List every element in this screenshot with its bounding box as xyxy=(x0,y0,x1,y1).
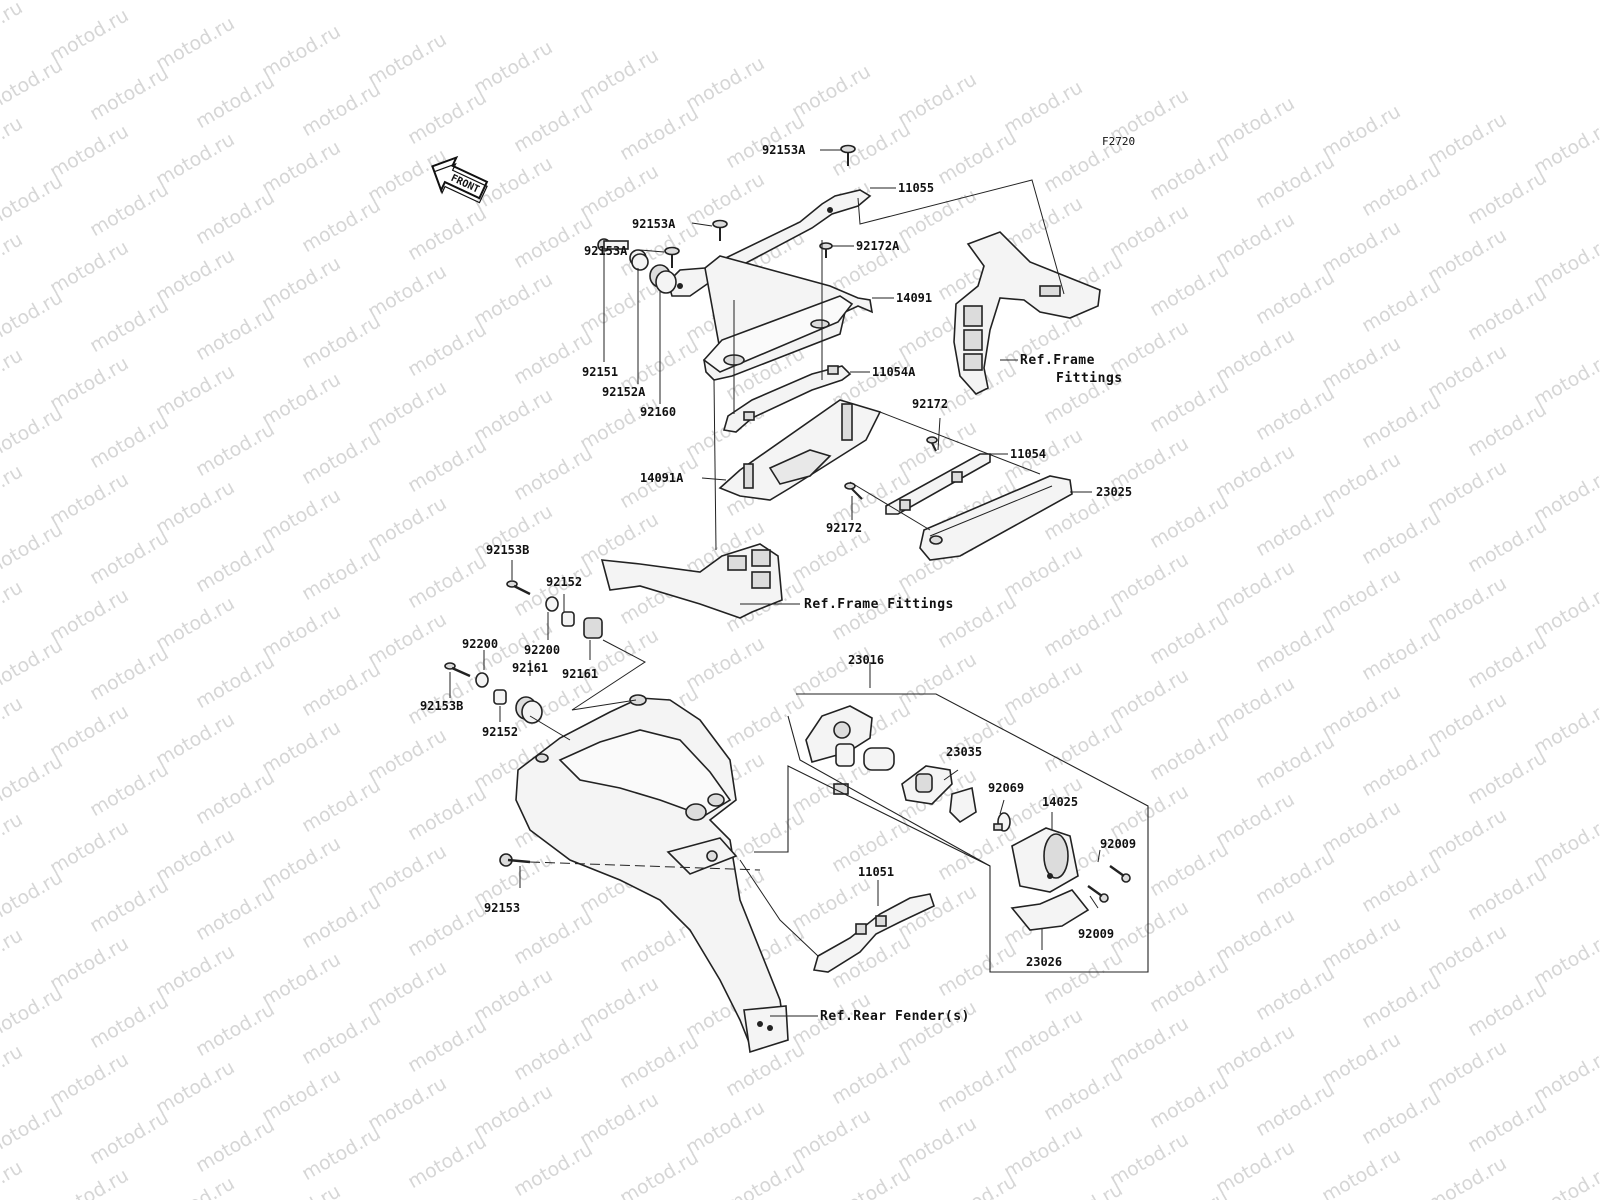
label-92153B-top: 92153B xyxy=(486,543,529,557)
label-92009-b: 92009 xyxy=(1078,927,1114,941)
label-92172-a: 92172 xyxy=(912,397,948,411)
frame-fitting-right xyxy=(953,231,1101,395)
screw-92172-a xyxy=(926,436,938,452)
label-92200-right: 92200 xyxy=(524,643,560,657)
assembly-box-23016 xyxy=(754,693,1149,973)
label-14091A: 14091A xyxy=(640,471,684,485)
grommet-92160 xyxy=(649,264,677,294)
label-92200-left: 92200 xyxy=(462,637,498,651)
label-23035: 23035 xyxy=(946,745,982,759)
ref-frame-fittings-top-line2: Fittings xyxy=(1056,371,1123,386)
lens-cover-23026 xyxy=(1010,889,1090,931)
label-92153B-low: 92153B xyxy=(420,699,463,713)
collar-92152-top xyxy=(561,611,575,627)
assembly-box-23016-inner xyxy=(787,715,991,867)
label-92009-a: 92009 xyxy=(1100,837,1136,851)
label-92172A: 92172A xyxy=(856,239,900,253)
bracket-11054A xyxy=(722,365,852,433)
label-23025: 23025 xyxy=(1096,485,1132,499)
leader-lines xyxy=(449,149,1101,1017)
label-92172-b: 92172 xyxy=(826,521,862,535)
screw-92153B-low xyxy=(444,662,471,678)
collar-92152A xyxy=(629,249,649,271)
label-92161-left: 92161 xyxy=(512,661,548,675)
grommet-92161-right xyxy=(583,617,603,639)
label-11055: 11055 xyxy=(898,181,934,195)
figure-code: F2720 xyxy=(1102,135,1135,148)
screw-92153A-mid xyxy=(712,219,728,241)
screw-92153 xyxy=(499,853,531,867)
label-92152-top: 92152 xyxy=(546,575,582,589)
label-92152-low: 92152 xyxy=(482,725,518,739)
label-11054A: 11054A xyxy=(872,365,916,379)
washer-92200-left xyxy=(475,672,489,688)
license-bracket-11051 xyxy=(812,893,935,973)
bracket-11054 xyxy=(885,453,991,515)
cover-14091 xyxy=(702,255,874,381)
screw-92153A-top xyxy=(840,144,856,166)
label-11051: 11051 xyxy=(858,865,894,879)
screw-92009-a xyxy=(1109,865,1131,883)
socket-23035 xyxy=(901,765,977,824)
label-92152A: 92152A xyxy=(602,385,646,399)
lens-14025 xyxy=(1011,827,1079,893)
screw-92153B-top xyxy=(506,580,531,596)
label-14091: 14091 xyxy=(896,291,932,305)
screw-92153A-low xyxy=(664,246,680,268)
rear-fender xyxy=(515,694,789,1054)
label-92153: 92153 xyxy=(484,901,520,915)
cover-14091A xyxy=(718,399,882,501)
label-14025: 14025 xyxy=(1042,795,1078,809)
label-92153A-mid: 92153A xyxy=(632,217,676,231)
label-92069: 92069 xyxy=(988,781,1024,795)
label-23026: 23026 xyxy=(1026,955,1062,969)
label-92153A-top: 92153A xyxy=(762,143,806,157)
front-direction-arrow: FRONT xyxy=(431,155,489,204)
bulb-92069 xyxy=(993,812,1011,832)
label-11054: 11054 xyxy=(1010,447,1046,461)
frame-fitting-left xyxy=(600,543,783,619)
ref-rear-fender: Ref.Rear Fender(s) xyxy=(820,1009,970,1024)
collar-92152-low xyxy=(493,689,507,705)
screw-92009-b xyxy=(1087,885,1109,903)
label-92161-right: 92161 xyxy=(562,667,598,681)
washer-92200-right xyxy=(545,596,559,612)
tail-lamp-23025 xyxy=(919,475,1073,561)
bolt-92151 xyxy=(597,238,629,252)
label-92160: 92160 xyxy=(640,405,676,419)
grommet-92161-left xyxy=(515,696,543,724)
label-92153A-low: 92153A xyxy=(584,244,628,258)
ref-frame-fittings-top-line1: Ref.Frame xyxy=(1020,353,1095,368)
label-23016: 23016 xyxy=(848,653,884,667)
lamp-housing-23016 xyxy=(805,705,895,795)
screw-92172-b xyxy=(844,482,863,500)
dashed-link xyxy=(529,861,761,871)
ref-frame-fittings-mid: Ref.Frame Fittings xyxy=(804,597,954,612)
label-92151: 92151 xyxy=(582,365,618,379)
